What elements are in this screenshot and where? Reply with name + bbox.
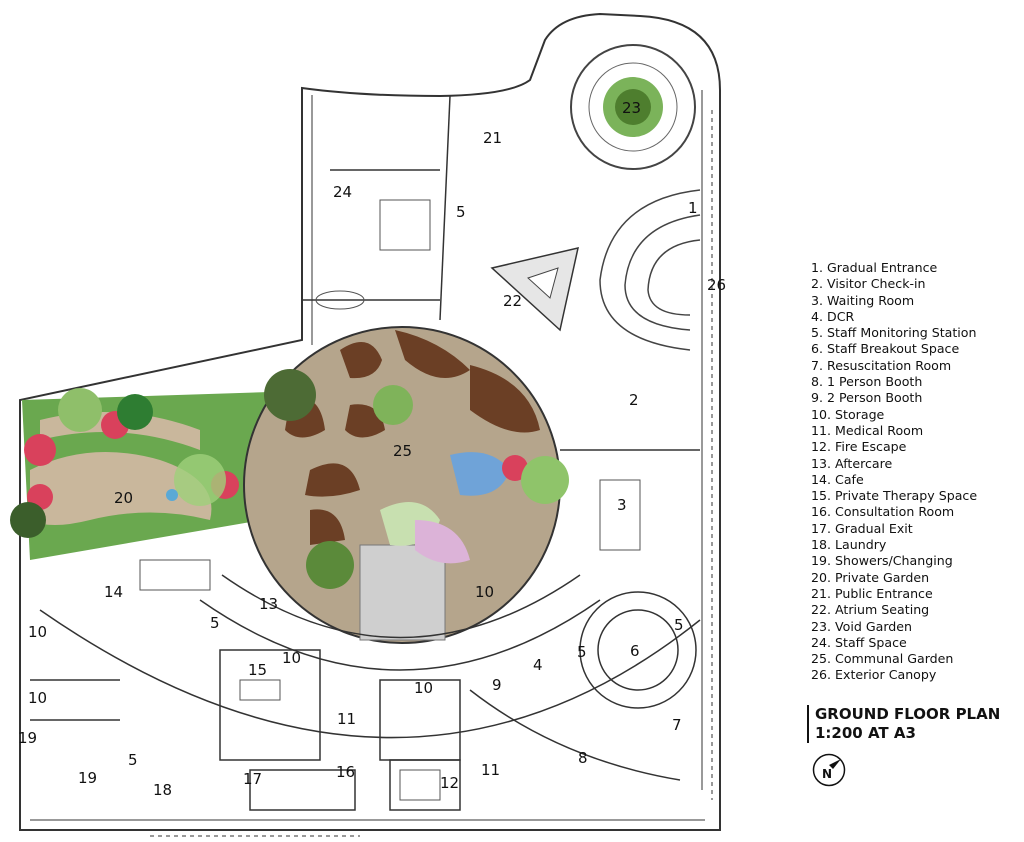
legend-item: 13. Aftercare: [811, 455, 893, 471]
floor-plan-drawing: 1 2 3 4 5 5 5 5 5 6 7 8 9 10 10 10 10 10…: [10, 12, 726, 837]
room-label: 15: [248, 661, 267, 679]
room-label: 12: [440, 774, 459, 792]
room-label: 8: [578, 749, 588, 767]
room-label: 10: [28, 623, 47, 641]
legend-item: 7. Resuscitation Room: [811, 357, 952, 373]
legend-item: 14. Cafe: [811, 471, 864, 487]
room-label: 18: [153, 781, 172, 799]
legend-item: 9. 2 Person Booth: [811, 390, 923, 406]
legend-item: 17. Gradual Exit: [811, 520, 913, 536]
legend-item: 5. Staff Monitoring Station: [811, 325, 977, 341]
legend-item: 2. Visitor Check-in: [811, 276, 926, 292]
room-label: 10: [282, 649, 301, 667]
legend-item: 20. Private Garden: [811, 569, 930, 585]
gradual-entrance-ramp: [599, 189, 701, 351]
legend-item: 23. Void Garden: [811, 618, 913, 634]
legend-item: 19. Showers/Changing: [811, 553, 953, 569]
room-label: 10: [414, 679, 433, 697]
atrium-seating: [490, 247, 579, 332]
north-arrow-icon: N: [812, 753, 846, 787]
room-label: 5: [128, 751, 138, 769]
legend-item: 11. Medical Room: [811, 422, 924, 438]
drawing-title: GROUND FLOOR PLAN: [815, 705, 1001, 723]
legend-item: 6. Staff Breakout Space: [811, 341, 960, 357]
building-envelope: [19, 12, 721, 837]
room-label: 5: [210, 614, 220, 632]
furniture: [139, 199, 641, 801]
legend-item: 8. 1 Person Booth: [811, 374, 923, 390]
room-label: 5: [577, 643, 587, 661]
legend-item: 10. Storage: [811, 406, 885, 422]
room-label: 22: [503, 292, 522, 310]
communal-garden: [243, 326, 569, 644]
room-label: 17: [243, 770, 262, 788]
room-labels: 1 2 3 4 5 5 5 5 5 6 7 8 9 10 10 10 10 10…: [18, 99, 726, 799]
legend-item: 26. Exterior Canopy: [811, 667, 937, 683]
room-label: 5: [456, 203, 466, 221]
room-label: 23: [622, 99, 641, 117]
room-label: 10: [28, 689, 47, 707]
room-label: 21: [483, 129, 502, 147]
room-legend: 1. Gradual Entrance 2. Visitor Check-in …: [811, 260, 1016, 684]
legend-item: 18. Laundry: [811, 537, 887, 553]
room-label: 3: [617, 496, 627, 514]
legend-item: 4. DCR: [811, 308, 855, 324]
north-label: N: [822, 767, 832, 781]
room-label: 14: [104, 583, 123, 601]
drawing-scale: 1:200 AT A3: [815, 724, 916, 742]
legend-item: 1. Gradual Entrance: [811, 260, 938, 275]
north-arrow-svg: N: [812, 753, 846, 787]
room-label: 16: [336, 763, 355, 781]
room-label: 2: [629, 391, 639, 409]
room-label: 19: [78, 769, 97, 787]
room-label: 6: [630, 642, 640, 660]
legend-item: 16. Consultation Room: [811, 504, 955, 520]
room-label: 20: [114, 489, 133, 507]
void-garden: [570, 44, 696, 170]
legend-item: 22. Atrium Seating: [811, 602, 930, 618]
legend-item: 3. Waiting Room: [811, 292, 915, 308]
legend-item: 21. Public Entrance: [811, 585, 933, 601]
interior-walls: [30, 95, 701, 811]
legend-item: 12. Fire Escape: [811, 439, 907, 455]
room-label: 7: [672, 716, 682, 734]
room-label: 5: [674, 616, 684, 634]
room-label: 11: [337, 710, 356, 728]
room-label: 11: [481, 761, 500, 779]
room-label: 10: [475, 583, 494, 601]
legend-item: 25. Communal Garden: [811, 651, 954, 667]
legend-item: 24. Staff Space: [811, 634, 907, 650]
room-label: 25: [393, 442, 412, 460]
title-block: GROUND FLOOR PLAN 1:200 AT A3: [807, 705, 1024, 743]
room-label: 1: [688, 199, 698, 217]
floor-plan-svg: 1 2 3 4 5 5 5 5 5 6 7 8 9 10 10 10 10 10…: [10, 12, 726, 837]
room-label: 13: [259, 595, 278, 613]
room-label: 4: [533, 656, 543, 674]
room-label: 19: [18, 729, 37, 747]
room-label: 26: [707, 276, 726, 294]
private-garden: [10, 388, 270, 560]
room-label: 9: [492, 676, 502, 694]
room-label: 24: [333, 183, 352, 201]
legend-item: 15. Private Therapy Space: [811, 488, 978, 504]
